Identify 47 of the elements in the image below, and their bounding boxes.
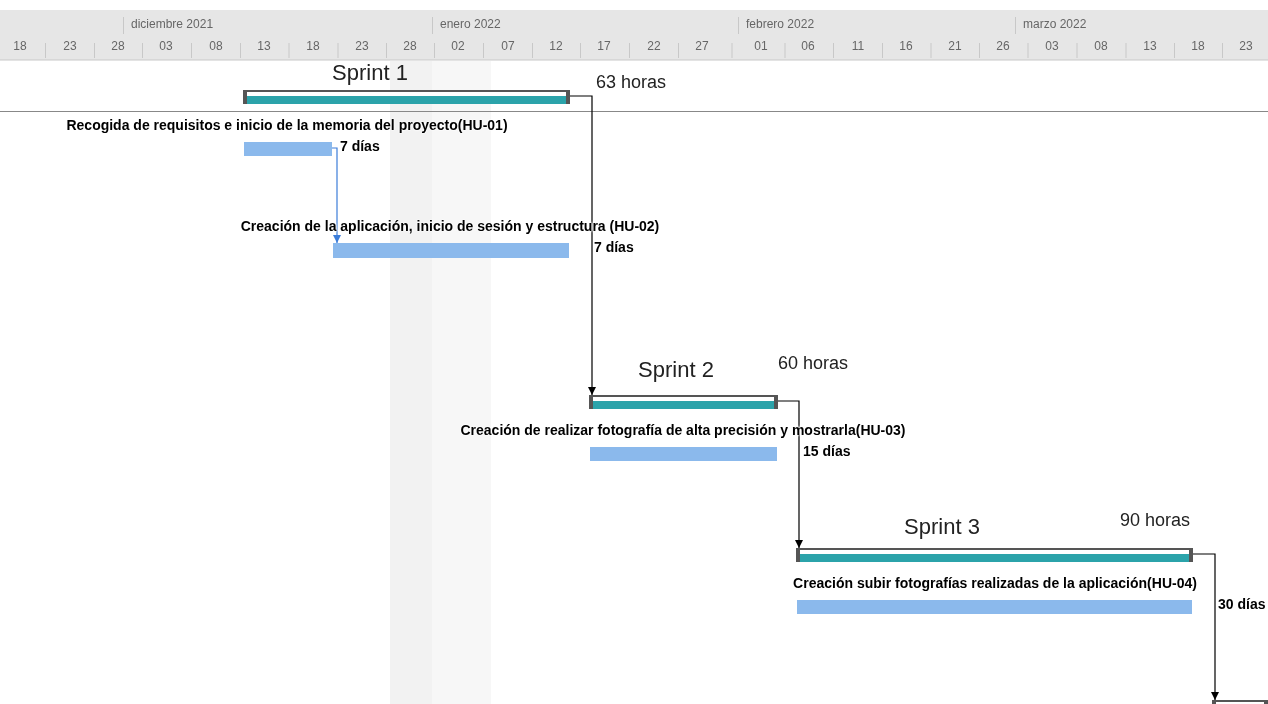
dependency-arrow — [1192, 553, 1219, 701]
day-label: 26 — [996, 39, 1010, 53]
day-label: 06 — [801, 39, 815, 53]
day-label: 27 — [695, 39, 709, 53]
task-name: Creación subir fotografías realizadas de la aplicación(HU-04) — [793, 575, 1197, 591]
duration-label: 15 días — [803, 443, 851, 459]
dependency-arrow — [331, 147, 341, 244]
day-label: 18 — [1191, 39, 1205, 53]
day-label: 03 — [1045, 39, 1059, 53]
day-label: 22 — [647, 39, 661, 53]
day-label: 17 — [597, 39, 611, 53]
day-label: 03 — [159, 39, 173, 53]
day-label: 07 — [501, 39, 515, 53]
day-label: 23 — [355, 39, 369, 53]
day-label: 16 — [899, 39, 913, 53]
day-label: 21 — [948, 39, 962, 53]
day-label: 12 — [549, 39, 563, 53]
day-label: 08 — [209, 39, 223, 53]
day-label: 28 — [111, 39, 125, 53]
day-label: 08 — [1094, 39, 1108, 53]
dependency-arrow — [569, 95, 596, 396]
month-label: febrero 2022 — [746, 17, 815, 31]
duration-label: 30 días — [1218, 596, 1266, 612]
dependency-arrow — [777, 400, 803, 549]
day-label: 13 — [257, 39, 271, 53]
summary-bar — [1212, 700, 1268, 704]
day-label: 02 — [451, 39, 465, 53]
sprint-title: Sprint 2 — [638, 357, 714, 383]
day-label: 01 — [754, 39, 768, 53]
day-label: 23 — [63, 39, 77, 53]
day-label: 28 — [403, 39, 417, 53]
day-label: 18 — [306, 39, 320, 53]
month-label: marzo 2022 — [1023, 17, 1087, 31]
hours-label: 60 horas — [778, 353, 849, 374]
sprint-title: Sprint 1 — [332, 60, 408, 86]
task-name: Recogida de requisitos e inicio de la memoria del proyecto(HU-01) — [66, 117, 508, 133]
hours-label: 90 horas — [1120, 510, 1191, 531]
day-label: 18 — [13, 39, 27, 53]
duration-label: 7 días — [340, 138, 380, 154]
day-label: 13 — [1143, 39, 1157, 53]
duration-label: 7 días — [594, 239, 634, 255]
day-label: 11 — [851, 39, 865, 53]
month-label: enero 2022 — [440, 17, 501, 31]
month-label: diciembre 2021 — [131, 17, 214, 31]
sprint-title: Sprint 3 — [904, 514, 980, 540]
day-label: 23 — [1239, 39, 1253, 53]
hours-label: 63 horas — [596, 72, 667, 93]
